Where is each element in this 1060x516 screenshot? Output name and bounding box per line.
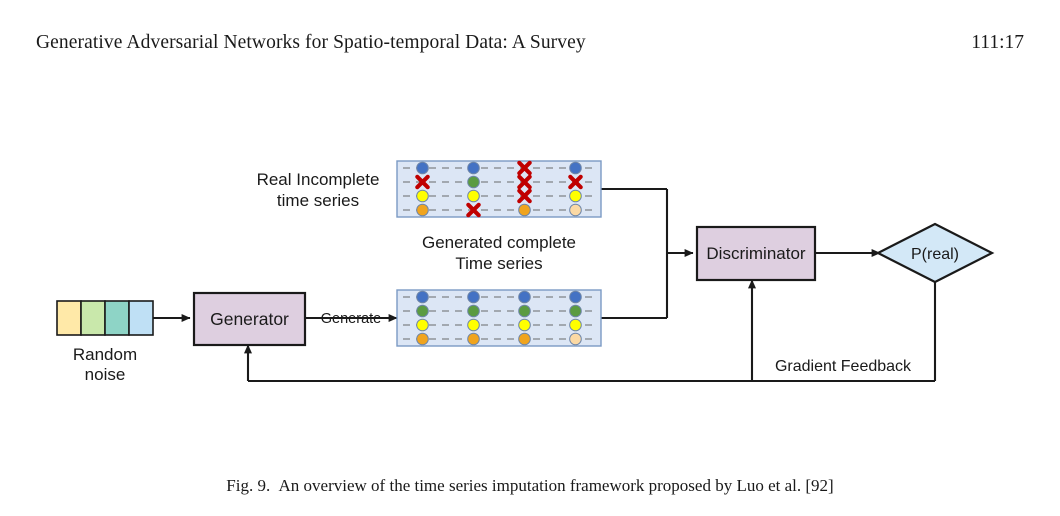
generated-series-background	[396, 289, 602, 347]
gradient-feedback-label-backdrop	[762, 352, 924, 378]
probability-label: P(real)	[911, 246, 959, 263]
page-folio: 111:17	[971, 32, 1024, 53]
diagram-canvas: Random noise Generator Generate Real Inc…	[56, 160, 995, 384]
series-marker-observed	[467, 189, 480, 203]
figure-caption-text: An overview of the time series imputatio…	[278, 476, 834, 495]
series-marker-observed	[569, 304, 582, 318]
figure-caption-label: Fig. 9.	[226, 476, 271, 495]
series-marker-missing	[466, 202, 481, 218]
generator-box[interactable]	[192, 291, 307, 347]
random-noise-label-line1: Random	[73, 345, 137, 364]
real-series-label-line1: Real Incomplete	[257, 170, 380, 189]
figure-caption: Fig. 9. An overview of the time series i…	[0, 476, 1060, 496]
series-marker-observed	[416, 290, 429, 304]
series-marker-observed	[518, 332, 531, 346]
series-marker-observed	[569, 318, 582, 332]
series-marker-observed	[518, 318, 531, 332]
page-title: Generative Adversarial Networks for Spat…	[36, 32, 586, 53]
series-marker-missing	[517, 174, 532, 190]
series-marker-observed	[467, 332, 480, 346]
diagram-edges	[152, 187, 937, 383]
panel-generated-complete-series	[396, 289, 602, 347]
generated-series-label-line1: Generated complete	[422, 233, 576, 252]
series-marker-observed	[518, 203, 531, 217]
series-marker-observed	[467, 161, 480, 175]
edge-label-generate: Generate	[321, 311, 381, 327]
node-probability-real[interactable]: P(real)	[875, 222, 995, 284]
noise-cell-3	[104, 300, 130, 336]
series-marker-observed	[518, 290, 531, 304]
real-series-markers	[403, 160, 595, 218]
noise-cell-1	[56, 300, 82, 336]
series-marker-observed	[518, 304, 531, 318]
series-marker-observed	[569, 290, 582, 304]
series-marker-missing	[568, 174, 583, 190]
generated-series-label-line2: Time series	[455, 254, 542, 273]
noise-cell-4	[128, 300, 154, 336]
series-marker-observed	[416, 318, 429, 332]
series-marker-observed	[416, 161, 429, 175]
random-noise-vector	[56, 300, 154, 336]
generator-label: Generator	[210, 309, 289, 329]
series-marker-observed	[569, 189, 582, 203]
figure-gan-imputation-diagram: Random noise Generator Generate Real Inc…	[56, 160, 995, 384]
series-marker-observed	[416, 203, 429, 217]
discriminator-box[interactable]	[695, 225, 817, 282]
panel-real-incomplete-series	[396, 160, 602, 218]
discriminator-label: Discriminator	[706, 244, 806, 263]
series-marker-observed	[467, 175, 480, 189]
real-series-background	[396, 160, 602, 218]
series-marker-observed	[416, 189, 429, 203]
edge-label-gradient-feedback: Gradient Feedback	[762, 352, 924, 378]
noise-cell-2	[80, 300, 106, 336]
series-marker-missing	[517, 160, 532, 176]
series-marker-observed	[569, 203, 582, 217]
series-marker-observed	[416, 332, 429, 346]
page-running-head: Generative Adversarial Networks for Spat…	[36, 32, 1024, 54]
real-series-label-line2: time series	[277, 191, 359, 210]
series-marker-observed	[416, 304, 429, 318]
series-marker-missing	[517, 188, 532, 204]
node-generator[interactable]: Generator	[192, 291, 307, 347]
node-discriminator[interactable]: Discriminator	[695, 225, 817, 282]
series-marker-observed	[467, 318, 480, 332]
probability-diamond[interactable]	[875, 222, 995, 284]
series-marker-observed	[569, 332, 582, 346]
gradient-feedback-text: Gradient Feedback	[775, 358, 912, 375]
series-marker-observed	[467, 304, 480, 318]
series-marker-observed	[467, 290, 480, 304]
series-marker-observed	[569, 161, 582, 175]
series-marker-missing	[415, 174, 430, 190]
generated-series-markers	[403, 290, 595, 346]
random-noise-label-line2: noise	[85, 365, 126, 384]
